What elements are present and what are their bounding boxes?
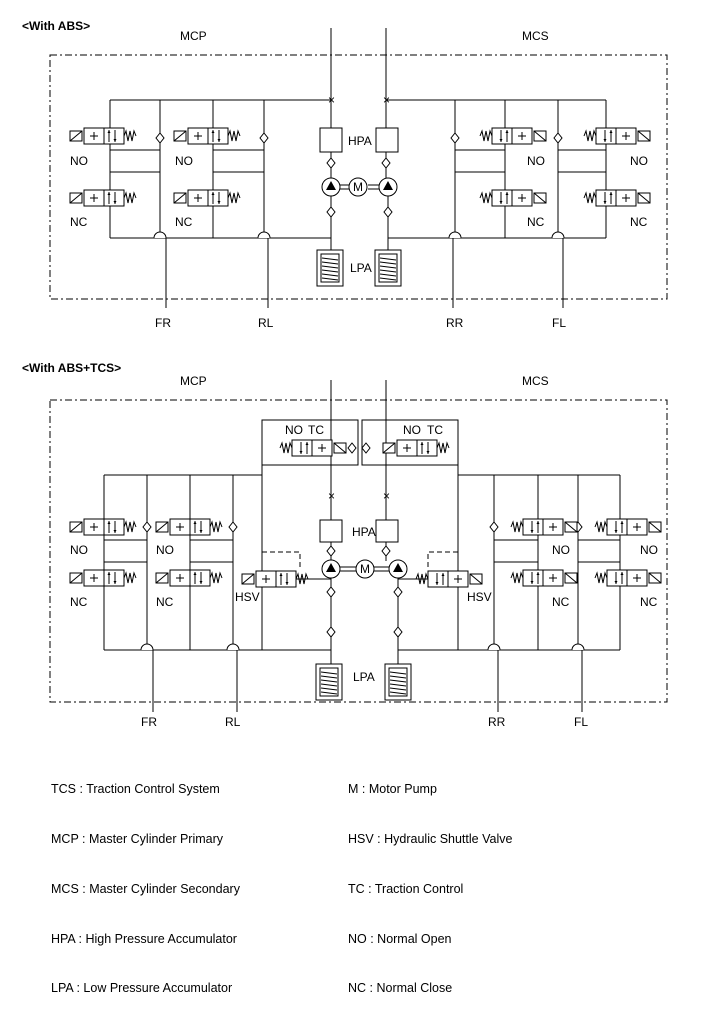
tcs-lpa-label: LPA (353, 670, 375, 684)
tcs-wheel-rl: RL (225, 715, 241, 729)
tcs-pump-left (321, 559, 341, 579)
tcs-lpa-left (315, 663, 343, 701)
abs-mcs-label: MCS (522, 29, 549, 43)
tcs-tc-valve-right (382, 439, 450, 457)
tcs-mcp-label: MCP (180, 374, 207, 388)
tcs-valve-rl-nc (155, 569, 223, 587)
abs-hpa-right (375, 127, 399, 153)
tcs-lpa-right (384, 663, 412, 701)
legend-item: M : Motor Pump (348, 782, 437, 797)
tcs-tc-left-tc: TC (308, 423, 324, 437)
abs-valve-rl-nc (173, 189, 241, 207)
abs-label-no-4: NO (630, 154, 648, 168)
abs-motor (348, 177, 368, 197)
legend-right: M : Motor Pump HSV : Hydraulic Shuttle V… (348, 748, 512, 1014)
tcs-hsv-left-label: HSV (235, 590, 260, 604)
legend-item: MCS : Master Cylinder Secondary (51, 881, 240, 896)
tcs-valve-rr-no (511, 519, 577, 535)
abs-motor-label: M (353, 180, 363, 194)
tcs-label-no-4: NO (640, 543, 658, 557)
abs-label-no-1: NO (70, 154, 88, 168)
legend-item: MCP : Master Cylinder Primary (51, 831, 224, 846)
abs-valve-fr-no (69, 127, 137, 145)
legend-item: TCS : Traction Control System (51, 782, 220, 797)
tcs-tc-right-tc: TC (427, 423, 443, 437)
abs-diagram: <With ABS> MCP MCS × × HPA M LPA (22, 19, 668, 330)
tcs-valve-fl-nc (595, 570, 661, 586)
tcs-modulator-boundary (49, 399, 668, 703)
tcs-label-no-3: NO (552, 543, 570, 557)
abs-label-no-3: NO (527, 154, 545, 168)
abs-wheel-fl: FL (552, 316, 566, 330)
tcs-wheel-fr: FR (141, 715, 157, 729)
abs-label-nc-4: NC (630, 215, 648, 229)
tcs-valve-rr-nc (511, 570, 577, 586)
tcs-title: <With ABS+TCS> (22, 361, 121, 375)
abs-pump-right (378, 177, 398, 197)
legend-item: NC : Normal Close (348, 981, 453, 996)
tcs-valve-fr-nc (69, 569, 137, 587)
abs-title: <With ABS> (22, 19, 90, 33)
abs-wheel-fr: FR (155, 316, 171, 330)
tcs-valve-fl-no (595, 519, 661, 535)
tcs-tc-right-no: NO (403, 423, 421, 437)
tcs-hpa-left (319, 519, 343, 543)
legend-item: HPA : High Pressure Accumulator (51, 931, 237, 946)
tcs-hpa-right (375, 519, 399, 543)
legend-item: HSV : Hydraulic Shuttle Valve (348, 831, 513, 846)
abs-valve-fl-nc (584, 190, 650, 206)
tcs-tc-left-no: NO (285, 423, 303, 437)
tcs-label-nc-3: NC (552, 595, 570, 609)
tcs-diagram: <With ABS+TCS> MCP MCS × × NO TC NO TC H… (22, 361, 668, 729)
legend-item: NO : Normal Open (348, 931, 452, 946)
hydraulic-schematic: <With ABS> MCP MCS × × HPA M LPA (22, 19, 668, 729)
tcs-hsv-right-label: HSV (467, 590, 492, 604)
abs-wheel-rl: RL (258, 316, 274, 330)
tcs-hpa-label: HPA (352, 525, 376, 539)
tcs-label-nc-4: NC (640, 595, 658, 609)
abs-label-nc-3: NC (527, 215, 545, 229)
tcs-mcs-label: MCS (522, 374, 549, 388)
svg-text:×: × (328, 489, 335, 503)
abs-lpa-right (374, 249, 402, 287)
tcs-motor (355, 559, 375, 579)
svg-text:×: × (328, 93, 335, 107)
abs-pump-left (321, 177, 341, 197)
abs-hpa-left (319, 127, 343, 153)
legend-item: TC : Traction Control (348, 881, 464, 896)
abs-modulator-boundary (49, 54, 668, 300)
legend-item: LPA : Low Pressure Accumulator (51, 981, 233, 996)
tcs-label-no-1: NO (70, 543, 88, 557)
abs-mcp-label: MCP (180, 29, 207, 43)
tcs-label-nc-1: NC (70, 595, 88, 609)
tcs-tc-valve-left (280, 440, 346, 456)
abs-valve-fr-nc (69, 189, 137, 207)
tcs-label-nc-2: NC (156, 595, 174, 609)
abs-valve-rl-no (173, 127, 241, 145)
abs-valve-fl-no (584, 128, 650, 144)
tcs-pump-right (388, 559, 408, 579)
abs-hpa-label: HPA (348, 134, 372, 148)
tcs-wheel-rr: RR (488, 715, 506, 729)
abs-label-nc-2: NC (175, 215, 193, 229)
tcs-label-no-2: NO (156, 543, 174, 557)
abs-lpa-left (316, 249, 344, 287)
legend-left: TCS : Traction Control System MCP : Mast… (51, 748, 240, 1014)
abs-valve-rr-nc (480, 190, 546, 206)
abs-lpa-label: LPA (350, 261, 372, 275)
abs-label-no-2: NO (175, 154, 193, 168)
tcs-motor-label: M (360, 562, 370, 576)
abs-valve-rr-no (480, 128, 546, 144)
tcs-valve-rl-no (155, 518, 223, 536)
abs-label-nc-1: NC (70, 215, 88, 229)
tcs-wheel-fl: FL (574, 715, 588, 729)
abs-wheel-rr: RR (446, 316, 464, 330)
svg-text:×: × (383, 489, 390, 503)
tcs-valve-fr-no (69, 518, 137, 536)
